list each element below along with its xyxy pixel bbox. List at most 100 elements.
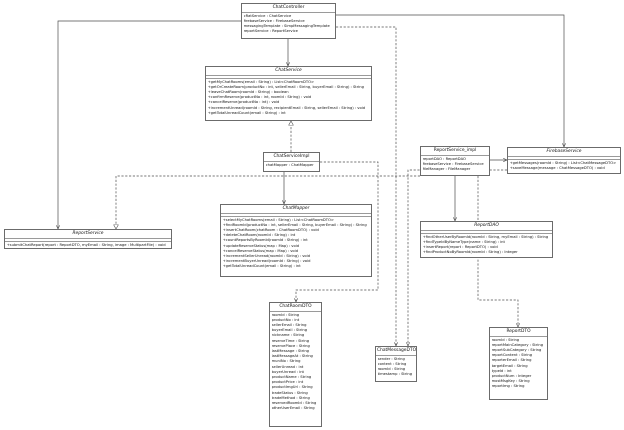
class-name: ChatMessageDTO — [376, 347, 416, 356]
attribute: mostMsgKey : String — [491, 379, 530, 384]
method: +cancelReserveStatus(map : Map) : void — [222, 248, 299, 253]
attribute: reporterEmail : String — [491, 358, 532, 363]
method-section: +getMessages(roomId : String) : List<Cha… — [508, 160, 620, 172]
attribute: content : String — [377, 361, 407, 366]
class-report-dto[interactable]: ReportDTO roomId : String reportMainCate… — [489, 327, 548, 400]
method: +cancelReserve(productNo : int) : void — [207, 100, 280, 105]
class-chat-controller[interactable]: ChatController cRatService : ChatService… — [241, 3, 336, 39]
class-name: FirebaseService — [508, 148, 620, 157]
attribute-section — [5, 239, 171, 242]
method: +selectMyChatRooms(email : String) : Lis… — [222, 217, 335, 222]
class-name: ChatRoomDTO — [270, 303, 321, 312]
method: +deleteChatRoom(roomId : String) : int — [222, 233, 296, 238]
attribute: chatMapper : ChatMapper — [265, 162, 314, 167]
attribute: buyerUnread : int — [271, 369, 304, 374]
method: +insertChatRoom(chatRoom : ChatRoomDTO) … — [222, 228, 319, 233]
method: +countReportsByRoomId(roomId : String) :… — [222, 238, 308, 243]
attribute-section: roomId : String productNo : int sellerEm… — [270, 312, 321, 413]
class-name: ReportDTO — [490, 328, 547, 337]
method: +findOtherUserByRoomId(roomId : String, … — [422, 234, 549, 239]
attribute: sender : String — [377, 356, 405, 361]
method: +getOrCreateRoom(productNo : int, seller… — [207, 84, 364, 89]
method: +findProductNoByRoomId(roomId : String) … — [422, 250, 518, 255]
attribute: reportImg : String — [491, 384, 525, 389]
method-section: +findOtherUserByRoomId(roomId : String, … — [421, 234, 552, 257]
class-report-dao[interactable]: ReportDAO +findOtherUserByRoomId(roomId … — [420, 221, 553, 258]
attribute: sellerEmail : String — [271, 323, 307, 328]
attribute: reportContent : String — [491, 353, 533, 358]
attribute-section — [221, 214, 371, 217]
method: +getMyChatRooms(email : String) : List<C… — [207, 79, 315, 84]
class-name: ChatMapper — [221, 205, 371, 214]
attribute-section: cRatService : ChatService firebaseServic… — [242, 13, 335, 36]
attribute: roomId : String — [271, 312, 300, 317]
method: +getTotalUnreadCount(email : String) : i… — [222, 264, 301, 269]
attribute: muniNo : String — [271, 359, 301, 364]
method: +incrementSellerUnread(roomId : String) … — [222, 254, 311, 259]
class-name: ReportService_impl — [421, 147, 489, 156]
class-firebase-service[interactable]: FirebaseService +getMessages(roomId : St… — [507, 147, 621, 174]
attribute: reportService : ReportService — [243, 29, 298, 34]
attribute: reservePlace : String — [271, 343, 310, 348]
class-name: ReportService — [5, 230, 171, 239]
attribute: reportSubCategory : String — [491, 348, 542, 353]
attribute: reportDAO : ReportDAO — [422, 156, 466, 161]
method-section: +selectMyChatRooms(email : String) : Lis… — [221, 217, 371, 271]
method: +getTotalUnreadCount(email : String) : i… — [207, 110, 286, 115]
method: +findTypeIdByNameType(name : String) : i… — [422, 239, 505, 244]
attribute: targetEmail : String — [491, 363, 528, 368]
attribute-section — [206, 76, 371, 79]
attribute: productNum : Integer — [491, 374, 532, 379]
class-report-service-impl[interactable]: ReportService_impl reportDAO : ReportDAO… — [420, 146, 490, 176]
method: +submitChatReport(report : ReportDTO, my… — [6, 242, 166, 247]
class-chat-service-impl[interactable]: ChatServiceImpl chatMapper : ChatMapper — [263, 152, 320, 172]
attribute: reserveTime : String — [271, 338, 310, 343]
edge-firebaseservice-chatmessagedto — [408, 169, 507, 346]
attribute: messagingTemplate : SimpMessagingTemplat… — [243, 24, 330, 29]
attribute: buyerEmail : String — [271, 328, 308, 333]
method: +saveMessage(message : ChatMessageDTO) :… — [509, 165, 605, 170]
attribute: lastMessageAt : String — [271, 354, 313, 359]
attribute: productNo : int — [271, 317, 300, 322]
method-section: +submitChatReport(report : ReportDTO, my… — [5, 242, 171, 249]
method: +updateReserveStatus(map : Map) : void — [222, 243, 300, 248]
class-chat-service[interactable]: ChatService +getMyChatRooms(email : Stri… — [205, 66, 372, 121]
class-name: ChatServiceImpl — [264, 153, 319, 162]
method: +incrementUnread(roomId : String, recipi… — [207, 105, 366, 110]
class-name: ChatService — [206, 67, 371, 76]
attribute: reservedRoomId : String — [271, 401, 317, 406]
attribute: tradeMethod : String — [271, 395, 310, 400]
attribute: cRatService : ChatService — [243, 13, 292, 18]
class-name: ReportDAO — [421, 222, 552, 231]
method-section: +getMyChatRooms(email : String) : List<C… — [206, 79, 371, 117]
class-chat-mapper[interactable]: ChatMapper +selectMyChatRooms(email : St… — [220, 204, 372, 277]
class-chat-message-dto[interactable]: ChatMessageDTO sender : String content :… — [375, 346, 417, 382]
attribute: roomId : String — [377, 367, 406, 372]
class-name: ChatController — [242, 4, 335, 13]
method: +insertReport(report : ReportDTO) : void — [422, 245, 498, 250]
edge-chatcontroller-reportservice — [58, 20, 241, 229]
attribute: sellerUnread : int — [271, 364, 304, 369]
attribute: typeId : int — [491, 368, 512, 373]
attribute-section: chatMapper : ChatMapper — [264, 162, 319, 169]
class-chat-room-dto[interactable]: ChatRoomDTO roomId : String productNo : … — [269, 302, 322, 427]
method: +incrementBuyerUnread(roomId : String) :… — [222, 259, 311, 264]
attribute: lastMessage : String — [271, 349, 309, 354]
method: +confirmReserve(productNo : int, roomId … — [207, 95, 312, 100]
class-report-service[interactable]: ReportService +submitChatReport(report :… — [4, 229, 172, 249]
attribute-section: sender : String content : String roomId … — [376, 356, 416, 379]
attribute-section — [508, 157, 620, 160]
method: +findRoomId(productNo : int, sellerEmail… — [222, 222, 367, 227]
attribute: timestamp : String — [377, 372, 413, 377]
attribute: reportMainCategory : String — [491, 342, 544, 347]
attribute: firebaseService : FirebaseService — [243, 18, 305, 23]
attribute: productName : String — [271, 375, 312, 380]
attribute-section: roomId : String reportMainCategory : Str… — [490, 337, 547, 391]
attribute: nickname : String — [271, 333, 305, 338]
attribute: productImgUrl : String — [271, 385, 313, 390]
attribute: fileManager : FileManager — [422, 167, 471, 172]
attribute-section: reportDAO : ReportDAO firebaseService : … — [421, 156, 489, 173]
method: +leaveChatRoom(roomId : String) : boolea… — [207, 90, 289, 95]
attribute: roomId : String — [491, 337, 520, 342]
